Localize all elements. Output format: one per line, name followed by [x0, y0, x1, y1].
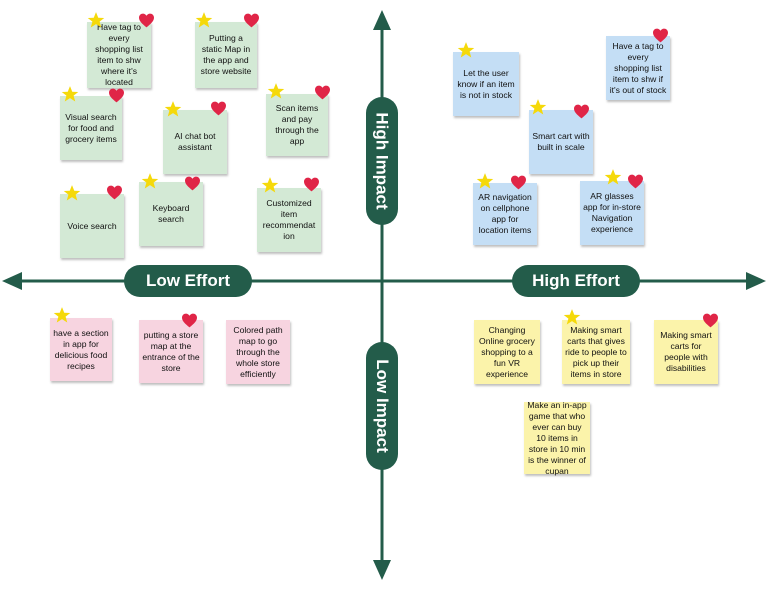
star-icon [457, 42, 475, 58]
sticky-note: Making smart carts for people with disab… [654, 320, 718, 384]
sticky-note: putting a store map at the entrance of t… [139, 320, 203, 383]
vertical-axis-arrow-down [373, 560, 391, 580]
sticky-note: Voice search [60, 194, 124, 258]
heart-icon [244, 13, 259, 28]
heart-icon [315, 85, 330, 100]
vertical-axis-arrow-up [373, 10, 391, 30]
heart-icon [139, 13, 154, 28]
star-icon [63, 185, 81, 201]
sticky-note: Making smart carts that gives ride to pe… [562, 320, 630, 384]
heart-icon [185, 176, 200, 191]
sticky-note: Have a tag to every shopping list item t… [606, 36, 670, 100]
sticky-note: Smart cart with built in scale [529, 110, 593, 174]
star-icon [61, 86, 79, 102]
sticky-note: have a section in app for delicious food… [50, 318, 112, 381]
high-effort-label: High Effort [512, 265, 640, 297]
sticky-note: AR glasses app for in-store Navigation e… [580, 181, 644, 245]
sticky-note: Have tag to every shopping list item to … [87, 22, 151, 88]
star-icon [267, 83, 285, 99]
star-icon [529, 99, 547, 115]
star-icon [604, 169, 622, 185]
sticky-note: Customized item recommendat ion [257, 188, 321, 252]
low-effort-label: Low Effort [124, 265, 252, 297]
star-icon [563, 309, 581, 325]
sticky-note: AI chat bot assistant [163, 110, 227, 174]
heart-icon [574, 104, 589, 119]
heart-icon [511, 175, 526, 190]
low-impact-label: Low Impact [366, 342, 398, 470]
sticky-note: Make an in-app game that who ever can bu… [524, 400, 590, 476]
heart-icon [211, 101, 226, 116]
sticky-note: Let the user know if an item is not in s… [453, 52, 519, 116]
sticky-note: Putting a static Map in the app and stor… [195, 22, 257, 88]
heart-icon [703, 313, 718, 328]
star-icon [87, 12, 105, 28]
sticky-note: AR navigation on cellphone app for locat… [473, 183, 537, 245]
heart-icon [628, 174, 643, 189]
star-icon [53, 307, 71, 323]
star-icon [261, 177, 279, 193]
heart-icon [182, 313, 197, 328]
sticky-note: Visual search for food and grocery items [60, 96, 122, 160]
horizontal-axis-arrow-left [2, 272, 22, 290]
heart-icon [107, 185, 122, 200]
star-icon [476, 173, 494, 189]
sticky-note: Scan items and pay through the app [266, 94, 328, 156]
star-icon [195, 12, 213, 28]
heart-icon [304, 177, 319, 192]
sticky-note: Changing Online grocery shopping to a fu… [474, 320, 540, 384]
heart-icon [109, 88, 124, 103]
high-impact-label: High Impact [366, 97, 398, 225]
sticky-note: Keyboard search [139, 182, 203, 246]
sticky-note: Colored path map to go through the whole… [226, 320, 290, 384]
star-icon [164, 101, 182, 117]
horizontal-axis-arrow-right [746, 272, 766, 290]
star-icon [141, 173, 159, 189]
heart-icon [653, 28, 668, 43]
